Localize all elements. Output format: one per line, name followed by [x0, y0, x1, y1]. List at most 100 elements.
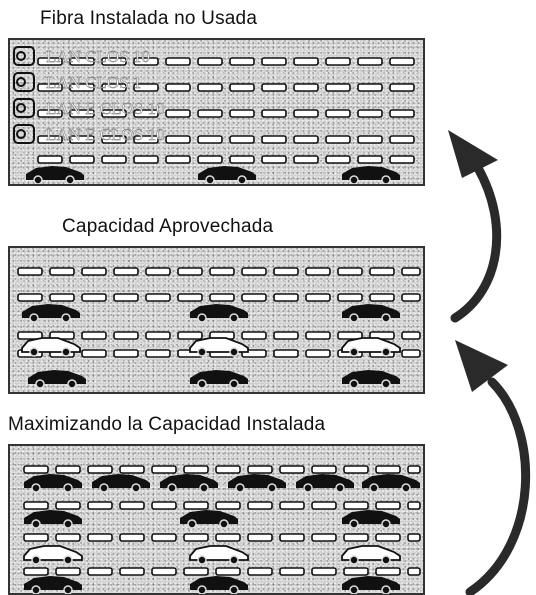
fiber-dash: [311, 533, 337, 542]
fiber-dash: [133, 57, 159, 66]
fiber-dash: [69, 109, 95, 118]
fiber-dash: [241, 293, 267, 302]
fiber-dash: [133, 155, 159, 164]
fiber-dash: [229, 155, 255, 164]
fiber-dash: [247, 533, 273, 542]
fiber-dash: [389, 109, 415, 118]
fiber-dash: [357, 57, 383, 66]
fiber-dash: [325, 155, 351, 164]
fiber-dash: [101, 109, 127, 118]
fiber-dash: [165, 135, 191, 144]
fiber-dash: [23, 533, 49, 542]
fiber-dash: [87, 465, 113, 474]
fiber-dash: [101, 57, 127, 66]
fiber-dash: [311, 567, 337, 576]
cars-group: [26, 166, 400, 184]
fiber-dash: [165, 83, 191, 92]
fiber-dash: [81, 349, 107, 358]
fiber-dash: [311, 501, 337, 510]
fiber-dash: [305, 331, 331, 340]
fiber-connector-icon: [13, 46, 35, 66]
fiber-dash: [305, 293, 331, 302]
fiber-dash: [215, 533, 241, 542]
curved-arrow-up-icon: [455, 340, 531, 595]
panel-title-capacidad-aprovechada: Capacidad Aprovechada: [62, 216, 274, 237]
fiber-dash: [293, 135, 319, 144]
fiber-dash: [261, 109, 287, 118]
fiber-dash: [55, 567, 81, 576]
fiber-dash: [119, 465, 145, 474]
fibra-lanes-svg: LAN CLOS 10 LAN CLOS 1 LAN E CLOS 10 LAN…: [13, 46, 415, 184]
car-icon: [296, 474, 354, 493]
fiber-dash: [293, 57, 319, 66]
fiber-dash: [151, 465, 177, 474]
car-icon: [180, 510, 238, 529]
cars-group: [21, 304, 401, 389]
fiber-dash: [119, 501, 145, 510]
fiber-dash: [229, 83, 255, 92]
fiber-dash: [119, 533, 145, 542]
fiber-dash: [151, 567, 177, 576]
sports-car-icon: [23, 545, 83, 565]
fiber-dash: [101, 155, 127, 164]
fiber-dash: [183, 567, 209, 576]
car-icon: [160, 474, 218, 493]
fiber-dash: [69, 155, 95, 164]
sports-car-icon: [341, 545, 401, 565]
fiber-dash: [81, 293, 107, 302]
fiber-dash: [357, 155, 383, 164]
fiber-dash: [177, 267, 203, 276]
fiber-lane-dashes: [17, 267, 421, 358]
fiber-dash: [145, 293, 171, 302]
fiber-connector-icon: [16, 51, 26, 61]
fiber-dash: [337, 331, 363, 340]
fiber-dash: [87, 501, 113, 510]
panel-maximizando-capacidad: [8, 444, 425, 595]
fiber-dash: [293, 155, 319, 164]
fiber-dash: [325, 83, 351, 92]
fiber-dash: [17, 267, 43, 276]
car-icon: [198, 166, 256, 184]
fiber-dash: [69, 57, 95, 66]
fiber-dash: [209, 267, 235, 276]
fiber-dash: [49, 293, 75, 302]
curved-arrow-up-icon: [448, 130, 502, 323]
fiber-dash: [183, 465, 209, 474]
lane-label: LAN E CLOS 10: [46, 125, 165, 144]
capacidad-lanes-svg: [17, 267, 421, 389]
car-icon: [24, 510, 82, 529]
fiber-dash: [311, 465, 337, 474]
fiber-dash: [197, 57, 223, 66]
fiber-lane-dashes: [23, 465, 421, 576]
fiber-dash: [279, 465, 305, 474]
fiber-dash: [113, 293, 139, 302]
fiber-dash: [357, 83, 383, 92]
fiber-dash: [407, 465, 421, 474]
fiber-dash: [145, 267, 171, 276]
fiber-dash: [293, 109, 319, 118]
fiber-dash: [113, 331, 139, 340]
fiber-connector-icon: [13, 98, 35, 118]
fiber-dash: [369, 267, 395, 276]
fiber-dash: [81, 331, 107, 340]
fiber-dash: [55, 533, 81, 542]
sports-car-icon: [341, 337, 401, 357]
fiber-dash: [69, 135, 95, 144]
panel-fibra-instalada-no-usada: LAN CLOS 10 LAN CLOS 1 LAN E CLOS 10 LAN…: [8, 38, 425, 186]
fiber-dash: [183, 533, 209, 542]
fiber-dash: [81, 267, 107, 276]
fiber-dash: [389, 57, 415, 66]
fiber-dash: [229, 57, 255, 66]
fiber-dash: [261, 57, 287, 66]
panel-capacidad-aprovechada: [8, 246, 425, 394]
fiber-dash: [407, 501, 421, 510]
fiber-connector-icon: [13, 124, 35, 144]
fiber-dash: [279, 533, 305, 542]
car-icon: [362, 474, 420, 493]
lane-label: LAN E CLOS 10: [46, 99, 165, 118]
fiber-dash: [119, 567, 145, 576]
fiber-dash: [37, 135, 63, 144]
sports-car-icon: [21, 337, 81, 357]
fiber-dash: [17, 331, 43, 340]
fiber-dash: [37, 83, 63, 92]
